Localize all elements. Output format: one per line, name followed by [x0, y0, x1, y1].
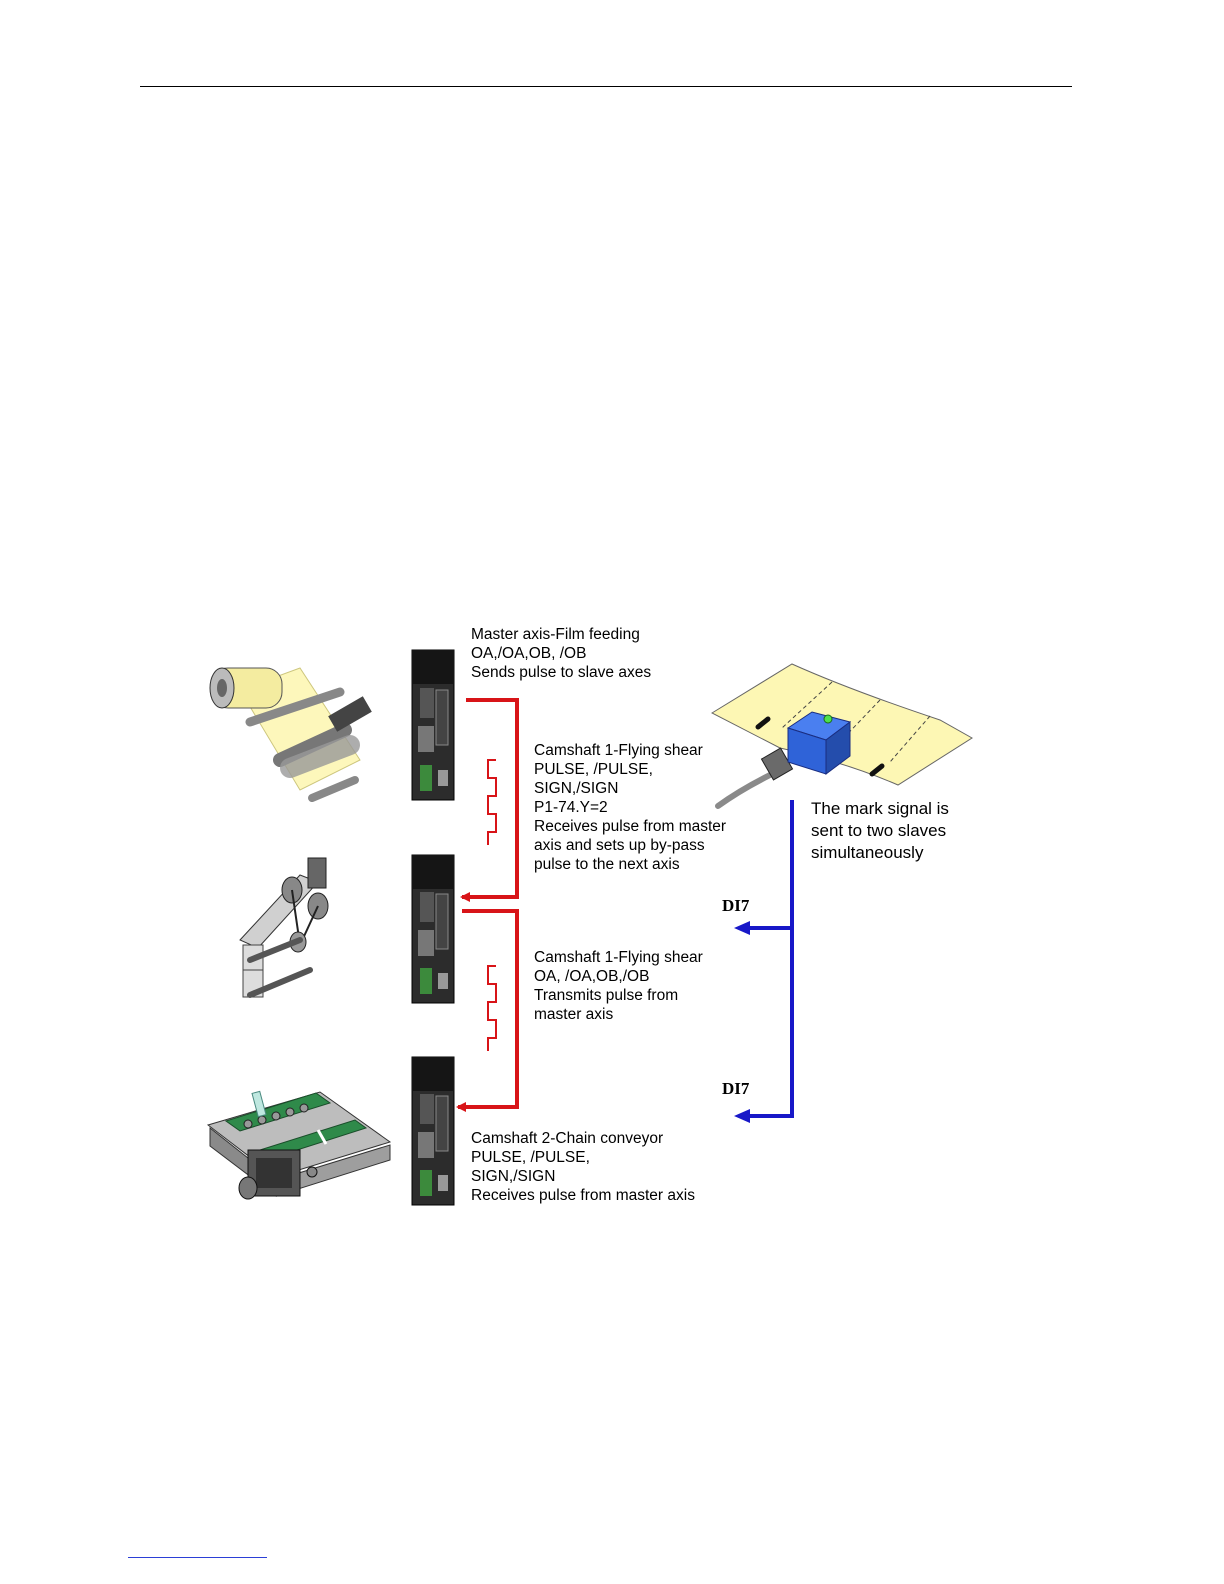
footer-rule — [128, 1557, 267, 1558]
cam2-line4: Receives pulse from master axis — [471, 1187, 695, 1204]
master-title: Master axis-Film feeding — [471, 626, 640, 643]
di7-upper-label: DI7 — [722, 896, 750, 915]
mark-line1: The mark signal is — [811, 799, 949, 818]
cam1-receive-title: Camshaft 1-Flying shear — [534, 742, 703, 759]
cam1-transmit-line3: Transmits pulse from — [534, 987, 679, 1004]
cam2-line3: SIGN,/SIGN — [471, 1168, 556, 1185]
master-signals: OA,/OA,OB, /OB — [471, 645, 587, 662]
cam1-receive-line5: Receives pulse from master — [534, 818, 727, 835]
camshaft1-transmit-label: Camshaft 1-Flying shear OA, /OA,OB,/OB T… — [534, 948, 703, 1024]
mark-sensor-icon — [715, 711, 852, 809]
mark-line2: sent to two slaves — [811, 821, 947, 840]
camshaft2-label: Camshaft 2-Chain conveyor PULSE, /PULSE,… — [471, 1129, 695, 1205]
cam1-transmit-line4: master axis — [534, 1006, 614, 1023]
mark-signal-label: The mark signal is sent to two slaves si… — [811, 798, 949, 864]
cam2-line2: PULSE, /PULSE, — [471, 1149, 590, 1166]
chain-conveyor-icon — [206, 1090, 392, 1200]
header-rule — [140, 86, 1072, 87]
cam1-receive-line6: axis and sets up by-pass — [534, 837, 705, 854]
master-desc: Sends pulse to slave axes — [471, 664, 652, 681]
film-roll-icon — [209, 667, 372, 802]
cam1-receive-line4: P1-74.Y=2 — [534, 799, 608, 816]
cam1-transmit-title: Camshaft 1-Flying shear — [534, 949, 703, 966]
servo-drive-icon — [411, 649, 455, 1206]
cam1-receive-line2: PULSE, /PULSE, — [534, 761, 653, 778]
mark-signal-line — [734, 800, 794, 1123]
master-axis-label: Master axis-Film feeding OA,/OA,OB, /OB … — [471, 625, 651, 682]
pulse-line-master-to-cam1 — [460, 698, 519, 902]
pulse-line-cam1-to-cam2 — [456, 909, 519, 1112]
flying-shear-icon — [239, 857, 329, 998]
cam1-receive-line3: SIGN,/SIGN — [534, 780, 619, 797]
di7-lower-label: DI7 — [722, 1079, 750, 1098]
cam1-receive-line7: pulse to the next axis — [534, 856, 680, 873]
camshaft1-receive-label: Camshaft 1-Flying shear PULSE, /PULSE, S… — [534, 741, 726, 874]
cam1-transmit-line2: OA, /OA,OB,/OB — [534, 968, 650, 985]
cam2-title: Camshaft 2-Chain conveyor — [471, 1130, 664, 1147]
mark-line3: simultaneously — [811, 843, 924, 862]
